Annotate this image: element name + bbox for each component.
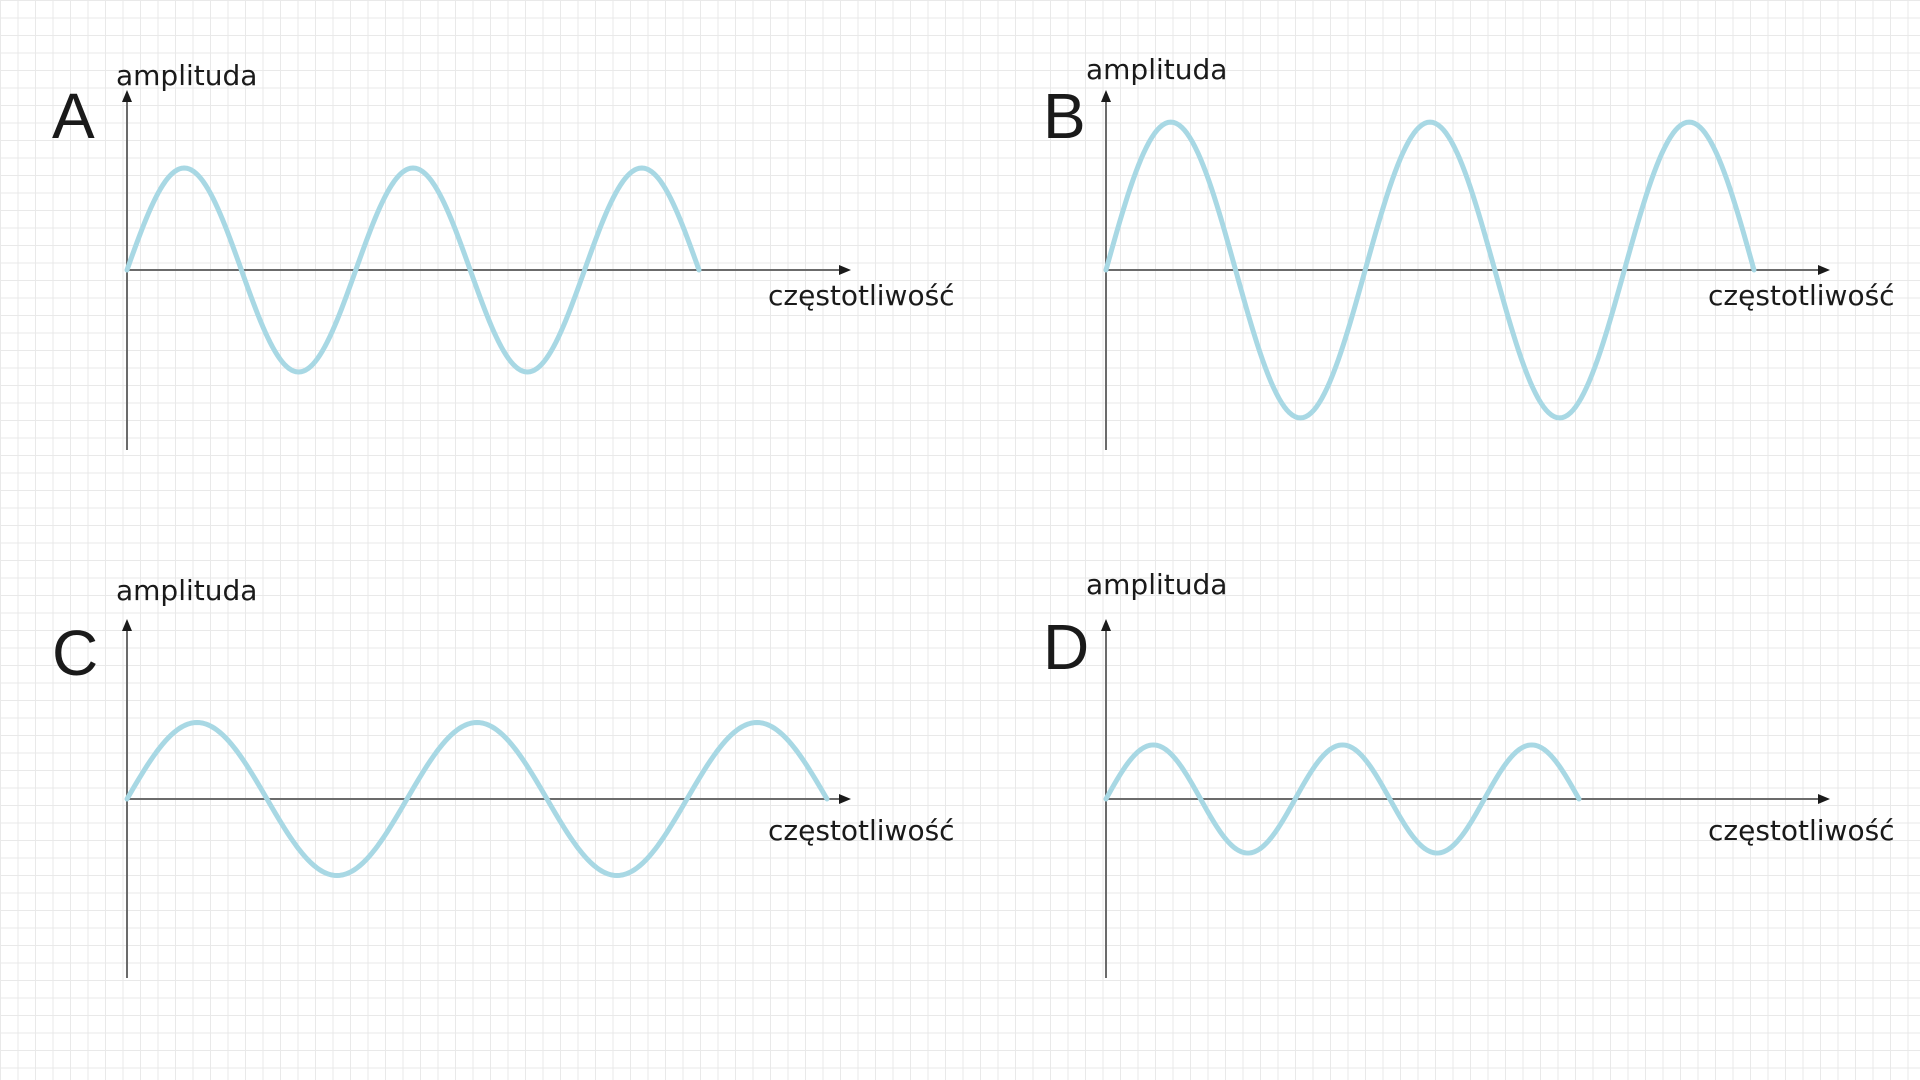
panel-d: D amplituda częstotliwość xyxy=(1043,568,1895,978)
y-axis-arrow xyxy=(122,90,132,102)
y-axis-arrow xyxy=(1101,90,1111,102)
panel-b: B amplituda częstotliwość xyxy=(1043,53,1895,450)
y-axis-label: amplituda xyxy=(116,59,257,92)
panel-a: A amplituda częstotliwość xyxy=(52,59,955,450)
y-axis-label: amplituda xyxy=(1086,568,1227,601)
wave-series xyxy=(124,720,830,878)
x-axis-arrow xyxy=(839,794,851,804)
x-axis-arrow xyxy=(839,265,851,275)
wave-series xyxy=(124,165,702,375)
x-axis-arrow xyxy=(1818,265,1830,275)
wave-series xyxy=(1103,742,1582,856)
panel-letter: C xyxy=(52,617,98,689)
panel-letter: D xyxy=(1043,611,1089,683)
x-axis-label: częstotliwość xyxy=(1708,814,1895,847)
y-axis-label: amplituda xyxy=(1086,53,1227,86)
wave-series xyxy=(1103,119,1757,421)
y-axis-arrow xyxy=(1101,619,1111,631)
y-axis-arrow xyxy=(122,619,132,631)
x-axis-label: częstotliwość xyxy=(1708,279,1895,312)
panel-letter: B xyxy=(1043,80,1086,152)
y-axis-label: amplituda xyxy=(116,574,257,607)
x-axis-label: częstotliwość xyxy=(768,279,955,312)
x-axis-label: częstotliwość xyxy=(768,814,955,847)
panel-letter: A xyxy=(52,80,95,152)
x-axis-arrow xyxy=(1818,794,1830,804)
panel-c: C amplituda częstotliwość xyxy=(52,574,955,978)
